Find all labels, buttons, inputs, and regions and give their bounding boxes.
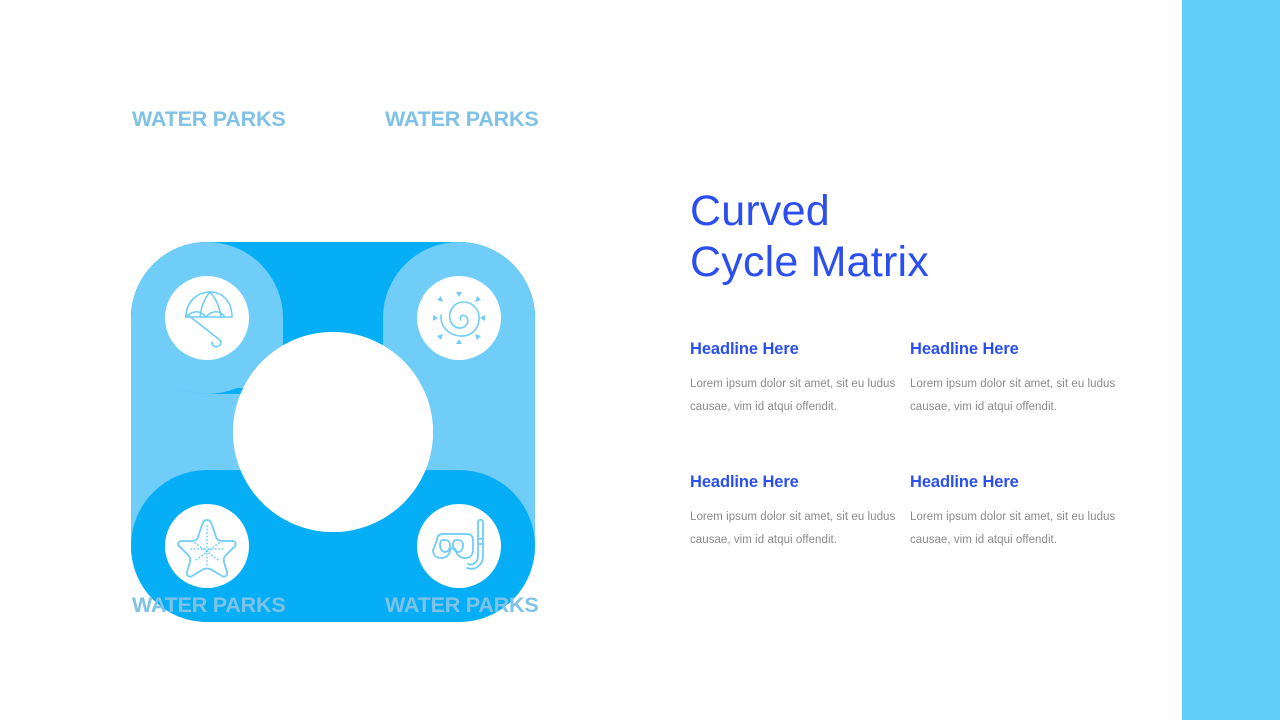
icon-badge-bottom-left [165, 504, 249, 588]
icon-badge-top-right [417, 276, 501, 360]
card-heading: Headline Here [690, 340, 799, 359]
headline-card: Headline Here Lorem ipsum dolor sit amet… [910, 473, 1120, 551]
card-heading: Headline Here [910, 340, 1019, 359]
card-body: Lorem ipsum dolor sit amet, sit eu ludus… [910, 378, 1116, 413]
card-body: Lorem ipsum dolor sit amet, sit eu ludus… [910, 511, 1116, 546]
spiral-sun-icon [433, 292, 485, 344]
node-label-bottom-right: WATER PARKS [385, 593, 539, 617]
starfish-icon [177, 519, 237, 578]
card-body: Lorem ipsum dolor sit amet, sit eu ludus… [690, 511, 896, 546]
page-title: Curved Cycle Matrix [690, 187, 929, 287]
node-label-top-left: WATER PARKS [132, 107, 286, 131]
node-label-top-right: WATER PARKS [385, 107, 539, 131]
curved-cycle-matrix-diagram: WATER PARKS WATER PARKS WATER PARKS WATE… [112, 88, 592, 628]
headline-card: Headline Here Lorem ipsum dolor sit amet… [690, 340, 900, 418]
right-accent-bar [1182, 0, 1280, 720]
card-body: Lorem ipsum dolor sit amet, sit eu ludus… [690, 378, 896, 413]
card-heading: Headline Here [910, 473, 1019, 492]
headline-card: Headline Here Lorem ipsum dolor sit amet… [910, 340, 1120, 418]
beach-umbrella-icon [185, 291, 233, 348]
node-label-bottom-left: WATER PARKS [132, 593, 286, 617]
content-panel: Curved Cycle Matrix Headline Here Lorem … [690, 186, 1115, 551]
headline-cards-grid: Headline Here Lorem ipsum dolor sit amet… [690, 340, 1140, 551]
card-heading: Headline Here [690, 473, 799, 492]
icon-badge-bottom-right [417, 504, 501, 588]
snorkel-mask-icon [432, 518, 484, 570]
diagram-graphic [131, 242, 535, 622]
icon-badge-top-left [165, 276, 249, 360]
headline-card: Headline Here Lorem ipsum dolor sit amet… [690, 473, 900, 551]
